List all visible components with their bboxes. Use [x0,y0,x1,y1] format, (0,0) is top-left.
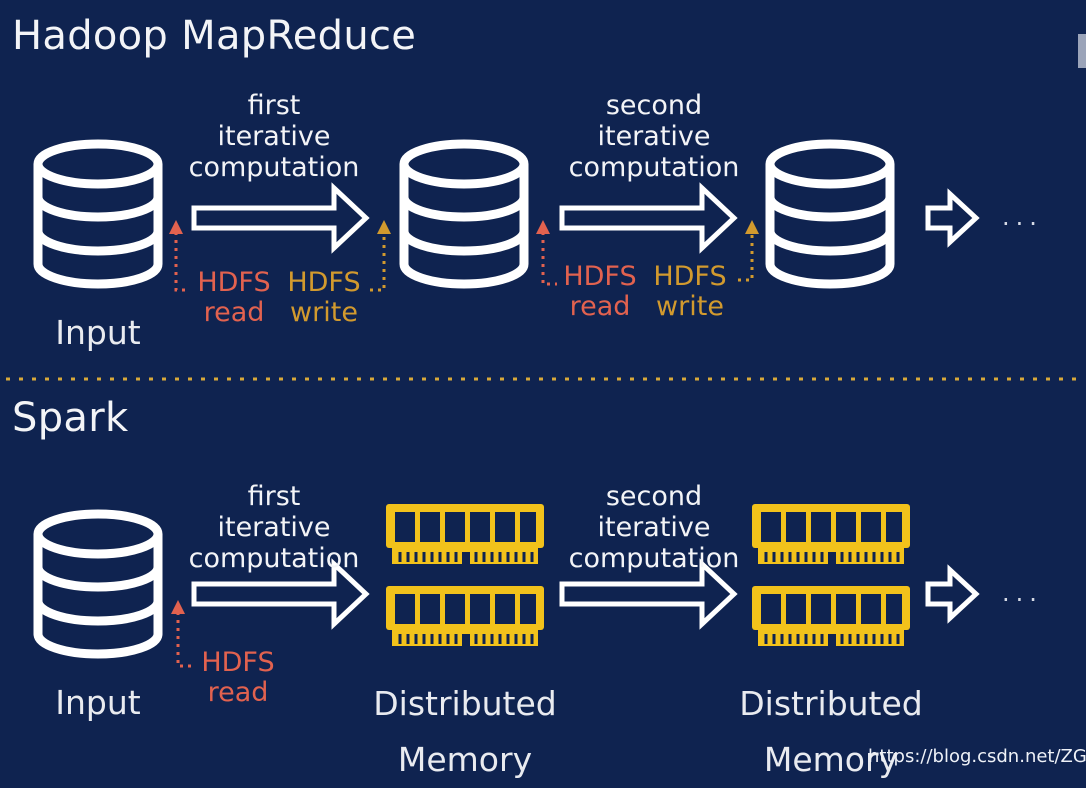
hadoop-continuation-dots: ··· [1002,210,1043,238]
first-iteration-arrow-icon [194,188,366,248]
intermediate-database-icon [404,144,524,284]
hdfs-line: read [203,297,265,328]
step-line: iterative [217,121,331,152]
memory-label-line: Memory [397,740,533,779]
hadoop-first-step-label: first iterative computation [184,90,364,183]
hdfs-read-dotted-arrow-icon [536,220,557,286]
output-database-icon [770,144,890,284]
hadoop-input-label: Input [55,313,141,352]
watermark-url[interactable]: https://blog.csdn.net/ZGL_cyy [868,746,1086,767]
hdfs-line: HDFS [201,647,275,678]
hadoop-hdfs-write-label: HDFS write [648,262,732,322]
hdfs-write-dotted-arrow-icon [370,220,391,292]
hdfs-line: HDFS [653,261,727,292]
step-line: first [247,90,301,121]
hdfs-line: write [290,297,358,328]
step-line: computation [188,152,360,183]
hdfs-read-dotted-arrow-icon [169,220,190,292]
hdfs-line: read [569,291,631,322]
spark-section-title: Spark [12,395,129,441]
step-line: computation [568,152,740,183]
memory-module-icon [384,502,546,648]
hadoop-hdfs-write-label: HDFS write [282,268,366,328]
spark-second-step-label: second iterative computation [564,481,744,574]
continue-arrow-icon [928,570,976,618]
input-database-icon [38,144,158,284]
input-database-icon [38,514,158,654]
hdfs-line: HDFS [197,267,271,298]
hdfs-write-dotted-arrow-icon [738,220,759,282]
memory-module-icon [750,502,912,648]
step-line: computation [568,543,740,574]
hdfs-line: write [656,291,724,322]
second-iteration-arrow-icon [562,188,734,248]
spark-memory-label-2: Distributed Memory [728,676,934,788]
memory-label-line: Memory [763,740,899,779]
step-line: second [605,481,703,512]
hadoop-hdfs-read-label: HDFS read [192,268,276,328]
hadoop-hdfs-read-label: HDFS read [558,262,642,322]
spark-hdfs-read-label: HDFS read [196,648,280,708]
step-line: iterative [597,512,711,543]
hdfs-line: read [207,677,269,708]
step-line: computation [188,543,360,574]
spark-memory-label-1: Distributed Memory [362,676,568,788]
spark-input-label: Input [55,683,141,722]
step-line: iterative [597,121,711,152]
memory-label-line: Distributed [739,684,923,723]
hdfs-read-dotted-arrow-icon [171,600,192,668]
spark-continuation-dots: ··· [1002,586,1043,614]
memory-label-line: Distributed [373,684,557,723]
hdfs-line: HDFS [563,261,637,292]
edge-artifact [1078,34,1086,68]
step-line: first [247,481,301,512]
continue-arrow-icon [928,194,976,242]
spark-first-step-label: first iterative computation [184,481,364,574]
hdfs-line: HDFS [287,267,361,298]
hadoop-section-title: Hadoop MapReduce [12,13,417,59]
step-line: second [605,90,703,121]
step-line: iterative [217,512,331,543]
hadoop-second-step-label: second iterative computation [564,90,744,183]
